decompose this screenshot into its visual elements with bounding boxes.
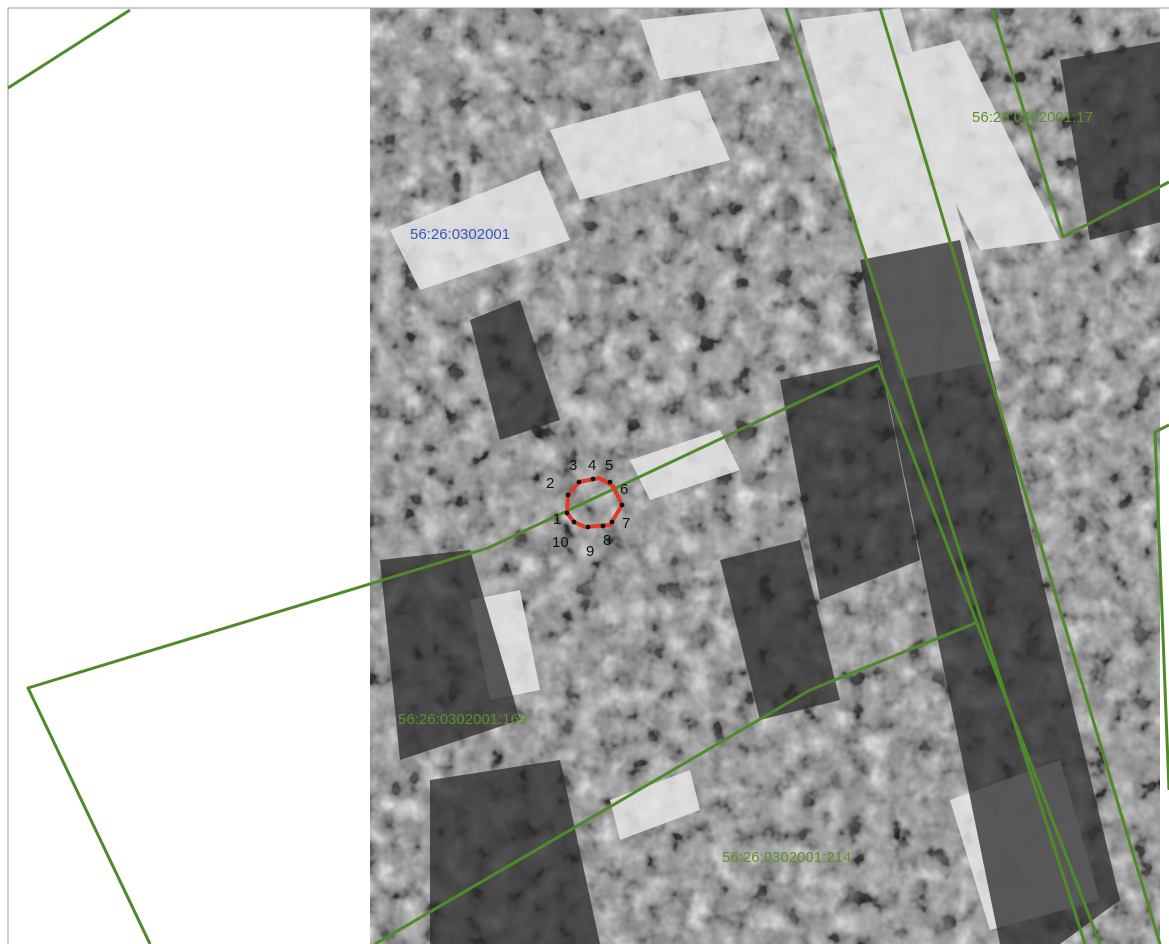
vertex-label-1: 1 xyxy=(553,511,561,528)
vertex-point-7[interactable] xyxy=(609,519,615,525)
aerial-photo xyxy=(370,8,1160,944)
contour-vertex-points xyxy=(564,476,625,530)
vertex-label-6: 6 xyxy=(620,481,628,498)
vertex-point-8[interactable] xyxy=(600,523,606,529)
vertex-label-2: 2 xyxy=(546,475,554,492)
vertex-point-10[interactable] xyxy=(571,519,577,525)
cadastral-quarter-label: 56:26:0302001 xyxy=(410,226,510,243)
object-contour[interactable] xyxy=(565,476,624,529)
parcel-boundary-right-edge[interactable] xyxy=(1153,423,1169,791)
street-boundary-right[interactable] xyxy=(878,7,1162,944)
vertex-label-4: 4 xyxy=(588,457,596,474)
vertex-point-3[interactable] xyxy=(576,479,582,485)
parcel-label-214: 56:26:0302001:214 xyxy=(722,849,851,866)
parcel-boundaries xyxy=(7,7,1169,944)
parcel-label-17: 56:26:0302001:17 xyxy=(972,109,1093,126)
parcel-boundary-17[interactable] xyxy=(990,7,1169,239)
vertex-label-5: 5 xyxy=(605,457,613,474)
parcel-label-169: 56:26:0302001:169 xyxy=(398,711,527,728)
vertex-label-9: 9 xyxy=(586,543,594,560)
vertex-point-4[interactable] xyxy=(590,476,596,482)
vertex-label-3: 3 xyxy=(569,457,577,474)
vertex-point-5[interactable] xyxy=(607,479,613,485)
parcel-boundary-214[interactable] xyxy=(374,620,979,944)
street-boundary-left[interactable] xyxy=(784,7,1087,944)
vertex-point-6[interactable] xyxy=(619,502,625,508)
vertex-label-7: 7 xyxy=(622,515,630,532)
vertex-point-2[interactable] xyxy=(565,492,571,498)
vertex-point-1[interactable] xyxy=(564,510,570,516)
vertex-label-10: 10 xyxy=(552,534,569,551)
parcel-boundary-169[interactable] xyxy=(26,363,1102,944)
parcel-boundary-top-left[interactable] xyxy=(7,8,131,90)
vertex-point-9[interactable] xyxy=(585,524,591,530)
vertex-label-8: 8 xyxy=(603,532,611,549)
